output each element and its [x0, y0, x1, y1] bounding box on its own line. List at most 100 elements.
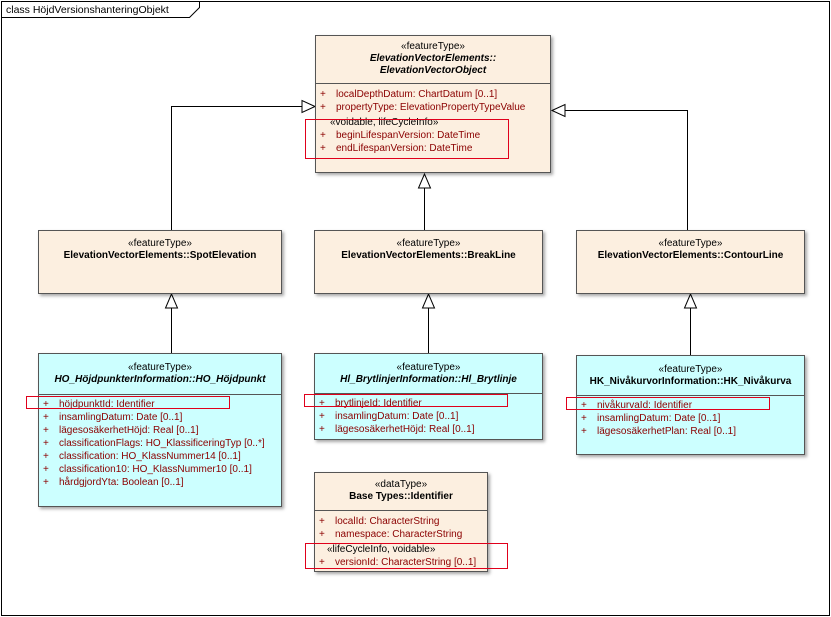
visibility-marker: +	[43, 438, 49, 449]
stereotype-label: «featureType»	[658, 238, 723, 249]
attribute-row[interactable]: + classification10: HO_KlassNummer10 [0..…	[43, 463, 281, 476]
stereotype-label: «featureType»	[396, 238, 461, 249]
highlight-brytlinje-id	[304, 394, 508, 407]
attribute-row[interactable]: + insamlingDatum: Date [0..1]	[319, 410, 542, 423]
class-name-line2: ElevationVectorObject	[379, 65, 487, 76]
attribute-compartment: + brytlinjeId: Identifier + insamlingDatum…	[315, 393, 542, 436]
attribute-compartment: +localDepthDatum: ChartDatum [0..1] +pro…	[316, 83, 550, 155]
class-name: HO_HöjdpunkterInformation::HO_Höjdpunkt	[54, 374, 266, 385]
attribute-text: insamlingDatum: Date [0..1]	[597, 413, 721, 424]
visibility-marker: +	[43, 451, 49, 462]
attribute-row[interactable]: +hårdgjordYta: Boolean [0..1]	[43, 476, 281, 489]
attribute-row[interactable]: + localId: CharacterString	[319, 515, 487, 528]
visibility-marker: +	[43, 464, 49, 475]
visibility-marker: +	[43, 425, 49, 436]
attribute-compartment: + höjdpunktId: Identifier +insamlingDatum…	[39, 394, 281, 489]
class-name: ElevationVectorElements::SpotElevation	[63, 250, 257, 261]
attribute-group-label: «lifeCycleInfo, voidable»	[327, 544, 436, 555]
frame-title: class HöjdVersionshanteringObjekt	[6, 4, 169, 16]
attribute-text: propertyType: ElevationPropertyTypeValue	[336, 102, 526, 113]
attribute-row[interactable]: + propertyType: ElevationPropertyTypeValu…	[320, 101, 550, 114]
attribute-row[interactable]: +insamlingDatum: Date [0..1]	[43, 411, 281, 424]
generalization-arrowhead-center	[417, 172, 432, 189]
attribute-text: lägesosäkerhetHöjd: Real [0..1]	[59, 425, 199, 436]
visibility-marker: +	[320, 102, 326, 113]
visibility-marker: +	[319, 529, 325, 540]
stereotype-label: «featureType»	[128, 362, 192, 373]
attribute-text: versionId: CharacterString [0..1]	[335, 557, 477, 568]
class-name: HK_NivåkurvorInformation::HK_Nivåkurva	[589, 376, 792, 387]
attribute-row[interactable]: + beginLifespanVersion: DateTime	[320, 129, 550, 142]
attribute-row[interactable]: + insamlingDatum: Date [0..1]	[581, 412, 804, 425]
attribute-row[interactable]: +endLifespanVersion: DateTime	[320, 142, 550, 155]
stereotype-label: «featureType»	[128, 238, 192, 249]
class-hl-brytlinje[interactable]: «featureType» Hl_BrytlinjerInformation::…	[314, 353, 543, 440]
generalization-arrowhead-left	[301, 99, 317, 114]
visibility-marker: +	[320, 130, 326, 141]
attribute-text: classificationFlags: HO_KlassificeringTy…	[59, 438, 265, 449]
attribute-row[interactable]: + höjdpunktId: Identifier	[43, 398, 281, 411]
generalization-spot-to-object	[171, 106, 302, 230]
class-name: Base Types::Identifier	[349, 491, 453, 502]
attribute-text: nivåkurvaId: Identifier	[597, 400, 693, 411]
attribute-text: brytlinjeId: Identifier	[335, 398, 422, 409]
attribute-text: insamlingDatum: Date [0..1]	[335, 411, 459, 422]
visibility-marker: +	[43, 399, 49, 410]
attribute-row[interactable]: +localDepthDatum: ChartDatum [0..1]	[320, 88, 550, 101]
class-identifier[interactable]: «dataType» Base Types::Identifier + local…	[314, 472, 488, 572]
generalization-arrowhead-spot	[164, 292, 179, 309]
generalization-arrowhead-right	[550, 103, 566, 118]
attribute-row[interactable]: + brytlinjeId: Identifier	[319, 397, 542, 410]
visibility-marker: +	[319, 411, 325, 422]
attribute-text: höjdpunktId: Identifier	[59, 399, 155, 410]
stereotype-label: «featureType»	[658, 364, 723, 375]
generalization-contour-to-object	[565, 110, 688, 230]
attribute-row[interactable]: + namespace: CharacterString	[319, 528, 487, 541]
stereotype-label: «featureType»	[396, 362, 461, 373]
attribute-text: classification: HO_KlassNummer14 [0..1]	[59, 451, 241, 462]
attribute-compartment: + localId: CharacterString + namespace: Ch…	[315, 510, 487, 569]
attribute-text: localId: CharacterString	[335, 516, 440, 527]
attribute-row[interactable]: + classificationFlags: HO_KlassificeringT…	[43, 437, 281, 450]
attribute-text: localDepthDatum: ChartDatum [0..1]	[336, 89, 498, 100]
class-name: ElevationVectorElements::BreakLine	[341, 250, 516, 261]
class-elevation-vector-object[interactable]: «featureType» ElevationVectorElements:: …	[315, 35, 551, 173]
class-hk-nivakurva[interactable]: «featureType» HK_NivåkurvorInformation::…	[576, 355, 805, 455]
class-name: ElevationVectorElements::ContourLine	[597, 250, 784, 261]
visibility-marker: +	[581, 413, 587, 424]
attribute-text: lägesosäkerhetHöjd: Real [0..1]	[335, 424, 475, 435]
stereotype-label: «featureType»	[401, 41, 465, 52]
visibility-marker: +	[581, 426, 587, 437]
visibility-marker: +	[43, 477, 49, 488]
visibility-marker: +	[43, 412, 49, 423]
highlight-lifespan-group	[305, 119, 509, 159]
attribute-compartment: + nivåkurvaId: Identifier + insamlingDatum…	[577, 395, 804, 438]
generalization-arrowhead-contour	[683, 292, 698, 309]
generalization-arrowhead-break	[421, 292, 436, 309]
attribute-text: lägesosäkerhetPlan: Real [0..1]	[597, 426, 736, 437]
visibility-marker: +	[319, 424, 325, 435]
attribute-text: beginLifespanVersion: DateTime	[336, 130, 481, 141]
highlight-nivakurva-id	[566, 397, 770, 410]
attribute-row[interactable]: + lägesosäkerhetHöjd: Real [0..1]	[319, 423, 542, 436]
visibility-marker: +	[581, 400, 587, 411]
class-contour-line[interactable]: «featureType» ElevationVectorElements::C…	[576, 230, 805, 294]
attribute-row[interactable]: + classification: HO_KlassNummer14 [0..1]	[43, 450, 281, 463]
class-name-line1: ElevationVectorElements::	[369, 53, 497, 64]
visibility-marker: +	[319, 516, 325, 527]
stereotype-label: «dataType»	[374, 479, 428, 490]
frame-tab-outline	[1, 1, 200, 18]
attribute-row[interactable]: +versionId: CharacterString [0..1]	[319, 556, 487, 569]
class-ho-hojdpunkt[interactable]: «featureType» HO_HöjdpunkterInformation:…	[38, 353, 282, 507]
attribute-text: namespace: CharacterString	[335, 529, 463, 540]
attribute-row[interactable]: + nivåkurvaId: Identifier	[581, 399, 804, 412]
highlight-hojdpunkt-id	[26, 396, 230, 409]
class-break-line[interactable]: «featureType» ElevationVectorElements::B…	[314, 230, 543, 294]
attribute-text: classification10: HO_KlassNummer10 [0..1…	[59, 464, 252, 475]
visibility-marker: +	[319, 398, 325, 409]
class-spot-elevation[interactable]: «featureType» ElevationVectorElements::S…	[38, 230, 282, 294]
attribute-group-label: «voidable, lifeCycleInfo»	[330, 117, 439, 128]
visibility-marker: +	[320, 143, 326, 154]
attribute-row[interactable]: + lägesosäkerhetPlan: Real [0..1]	[581, 425, 804, 438]
attribute-row[interactable]: + lägesosäkerhetHöjd: Real [0..1]	[43, 424, 281, 437]
